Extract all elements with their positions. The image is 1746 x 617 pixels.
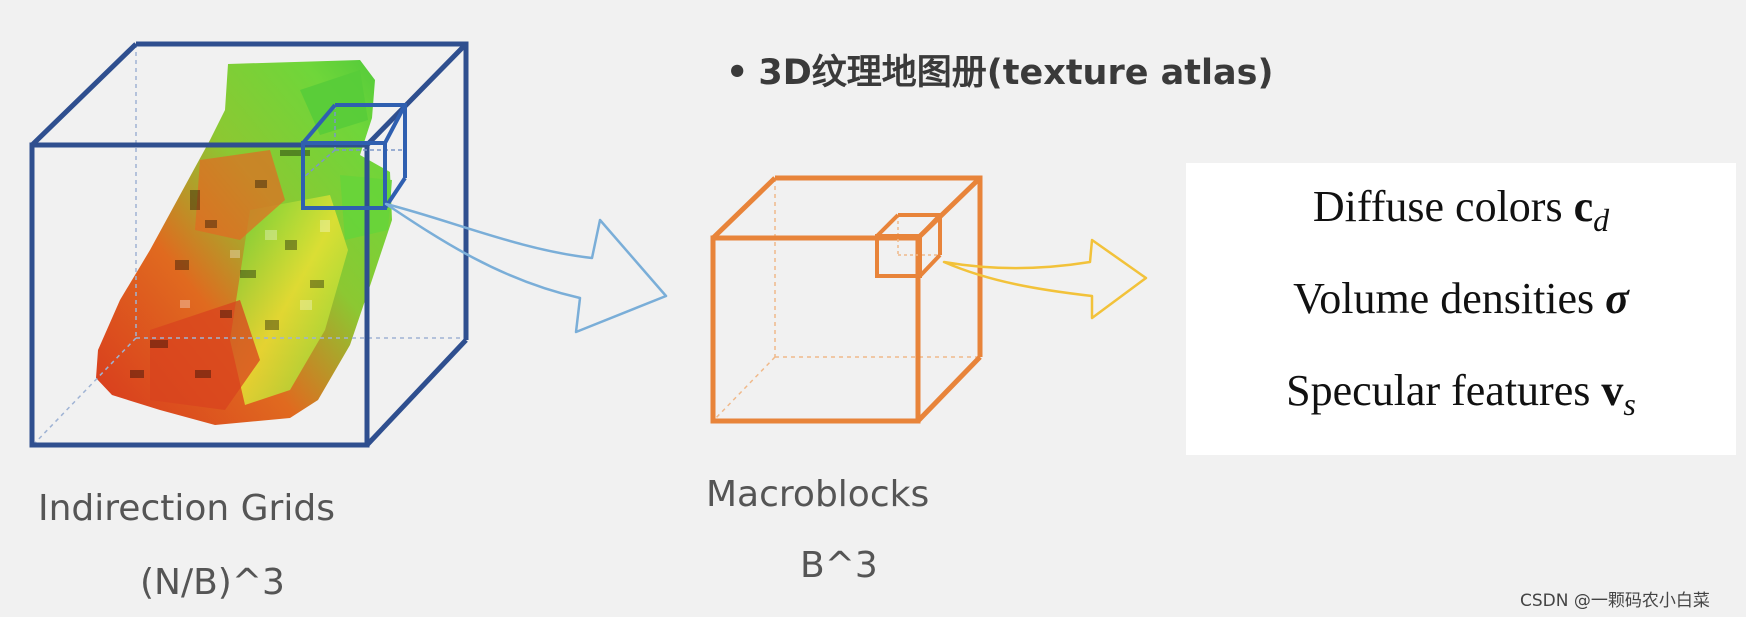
attr-density-symbol: σ [1605,274,1629,323]
indirection-grids-size: (N/B)^3 [140,562,285,603]
macroblocks-label: Macroblocks [706,474,930,515]
attr-diffuse-sub: d [1593,202,1610,238]
arrow-macroblocks-to-attributes [942,238,1148,320]
attr-line-density: Volume densities σ [1186,273,1736,324]
attr-line-diffuse: Diffuse colors cd [1186,181,1736,239]
arrow-grid-to-macroblocks [384,202,668,334]
attr-diffuse-symbol: c [1573,182,1594,231]
macroblock-cell-cube [875,213,942,278]
attr-specular-text: Specular features [1286,366,1602,415]
macroblocks-size: B^3 [800,545,878,586]
title-text: 3D纹理地图册(texture atlas) [758,53,1274,93]
indirection-grids-label: Indirection Grids [38,488,335,529]
slide-title: •3D纹理地图册(texture atlas) [726,44,1273,95]
attr-specular-sub: s [1623,386,1636,422]
indirection-cell-cube [301,103,407,210]
watermark: CSDN @一颗码农小白菜 [1520,591,1710,611]
title-bullet: • [726,53,749,93]
indirection-grid-cube [29,41,469,448]
attributes-box: Diffuse colors cd Volume densities σ Spe… [1186,163,1736,455]
attr-line-specular: Specular features vs [1186,365,1736,423]
attr-diffuse-text: Diffuse colors [1312,182,1574,231]
voxel-mesh [96,60,392,425]
attr-specular-symbol: v [1601,366,1624,415]
attr-density-text: Volume densities [1293,274,1606,323]
